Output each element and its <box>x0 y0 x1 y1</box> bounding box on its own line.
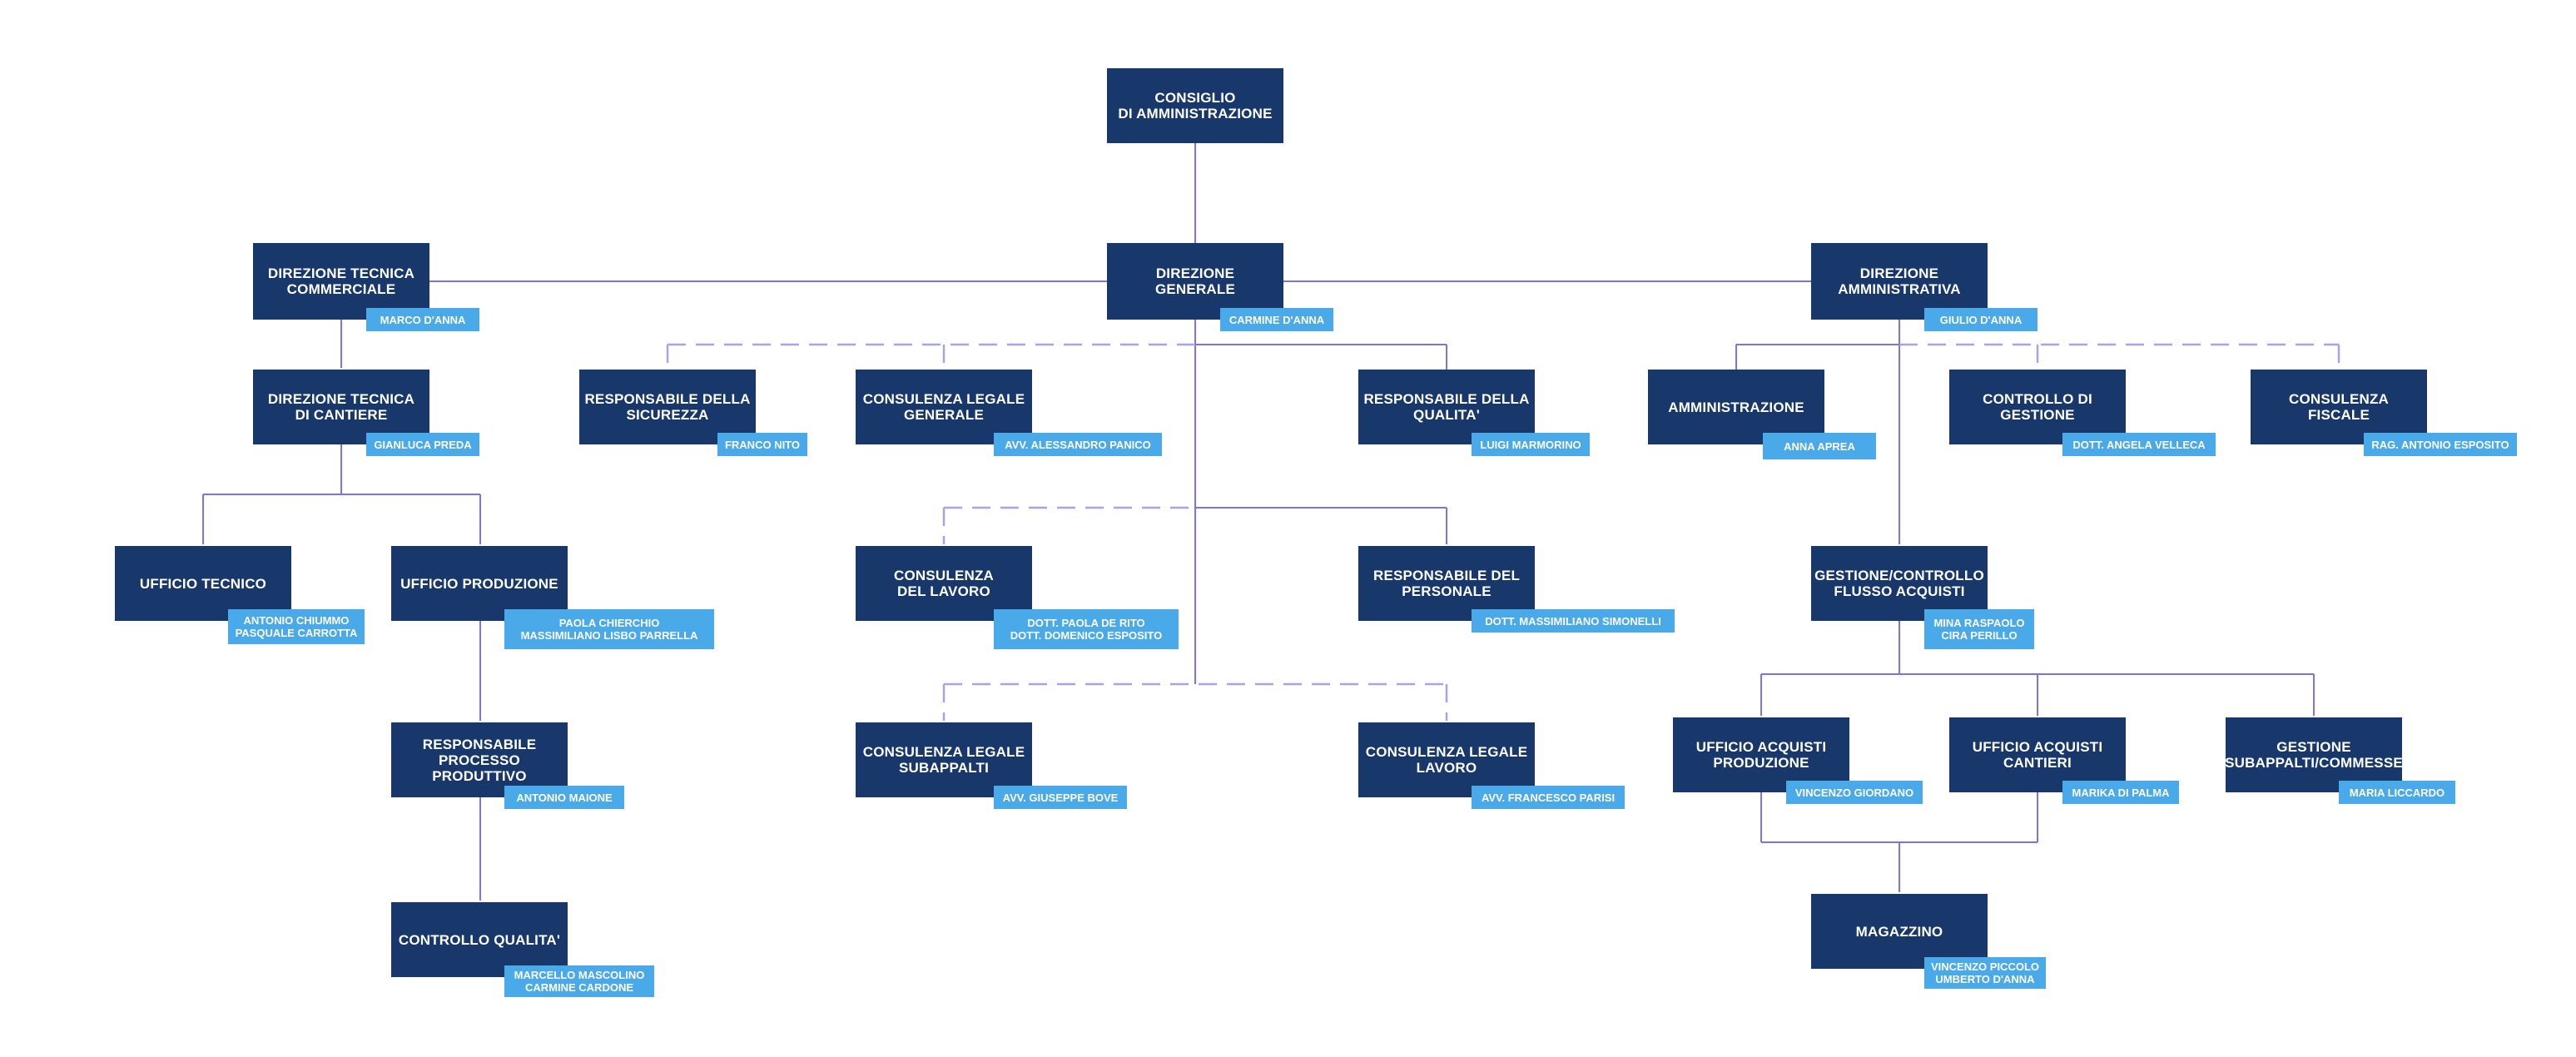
controllo-di-gestione-box: CONTROLLO DI GESTIONE <box>1949 370 2126 444</box>
amministrazione-box: AMMINISTRAZIONE <box>1648 370 1824 444</box>
controllo-di-gestione-person: DOTT. ANGELA VELLECA <box>2062 433 2216 456</box>
responsabile-processo-produttivo-box: RESPONSABILE PROCESSO PRODUTTIVO <box>391 722 568 797</box>
responsabile-del-personale-box: RESPONSABILE DEL PERSONALE <box>1358 546 1535 621</box>
direzione-generale-person: CARMINE D'ANNA <box>1220 308 1333 331</box>
ufficio-acquisti-cantieri-box: UFFICIO ACQUISTI CANTIERI <box>1949 717 2126 792</box>
controllo-qualita-box: CONTROLLO QUALITA' <box>391 902 568 977</box>
responsabile-qualita-person: LUIGI MARMORINO <box>1472 433 1590 456</box>
responsabile-sicurezza-box: RESPONSABILE DELLA SICUREZZA <box>579 370 756 444</box>
responsabile-sicurezza-person: FRANCO NITO <box>717 433 807 456</box>
direzione-tecnica-cantiere-box: DIREZIONE TECNICA DI CANTIERE <box>253 370 429 444</box>
magazzino-box: MAGAZZINO <box>1811 894 1988 969</box>
ufficio-acquisti-produzione-person: VINCENZO GIORDANO <box>1786 781 1923 804</box>
consulenza-legale-subappalti-box: CONSULENZA LEGALE SUBAPPALTI <box>856 722 1032 797</box>
ufficio-acquisti-produzione-box: UFFICIO ACQUISTI PRODUZIONE <box>1673 717 1849 792</box>
ufficio-tecnico-box: UFFICIO TECNICO <box>115 546 291 621</box>
responsabile-del-personale-person: DOTT. MASSIMILIANO SIMONELLI <box>1472 609 1675 633</box>
consulenza-del-lavoro-person: DOTT. PAOLA DE RITO DOTT. DOMENICO ESPOS… <box>994 609 1179 649</box>
direzione-amministrativa-box: DIREZIONE AMMINISTRATIVA <box>1811 243 1988 320</box>
gestione-subappalti-commesse-person: MARIA LICCARDO <box>2339 781 2455 804</box>
consulenza-del-lavoro-box: CONSULENZA DEL LAVORO <box>856 546 1032 621</box>
consulenza-legale-lavoro-box: CONSULENZA LEGALE LAVORO <box>1358 722 1535 797</box>
consulenza-fiscale-person: RAG. ANTONIO ESPOSITO <box>2364 433 2517 456</box>
consulenza-legale-generale-person: AVV. ALESSANDRO PANICO <box>994 433 1162 456</box>
ufficio-produzione-box: UFFICIO PRODUZIONE <box>391 546 568 621</box>
responsabile-processo-produttivo-person: ANTONIO MAIONE <box>504 786 624 809</box>
ufficio-acquisti-cantieri-person: MARIKA DI PALMA <box>2062 781 2179 804</box>
gestione-subappalti-commesse-box: GESTIONE SUBAPPALTI/COMMESSE <box>2225 717 2403 792</box>
controllo-qualita-person: MARCELLO MASCOLINO CARMINE CARDONE <box>504 965 654 997</box>
direzione-amministrativa-person: GIULIO D'ANNA <box>1924 308 2037 331</box>
direzione-tecnica-commerciale-person: MARCO D'ANNA <box>366 308 479 331</box>
ufficio-produzione-person: PAOLA CHIERCHIO MASSIMILIANO LISBO PARRE… <box>504 609 714 649</box>
magazzino-person: VINCENZO PICCOLO UMBERTO D'ANNA <box>1924 957 2046 989</box>
gestione-controllo-flusso-acquisti-person: MINA RASPAOLO CIRA PERILLO <box>1924 609 2034 649</box>
gestione-controllo-flusso-acquisti-box: GESTIONE/CONTROLLO FLUSSO ACQUISTI <box>1811 546 1988 621</box>
direzione-generale-box: DIREZIONE GENERALE <box>1107 243 1283 320</box>
direzione-tecnica-commerciale-box: DIREZIONE TECNICA COMMERCIALE <box>253 243 429 320</box>
consulenza-fiscale-box: CONSULENZA FISCALE <box>2251 370 2427 444</box>
responsabile-qualita-box: RESPONSABILE DELLA QUALITA' <box>1358 370 1535 444</box>
consulenza-legale-subappalti-person: AVV. GIUSEPPE BOVE <box>994 786 1127 809</box>
direzione-tecnica-cantiere-person: GIANLUCA PREDA <box>366 433 479 456</box>
consulenza-legale-lavoro-person: AVV. FRANCESCO PARISI <box>1472 786 1625 809</box>
amministrazione-person: ANNA APREA <box>1763 433 1876 459</box>
consulenza-legale-generale-box: CONSULENZA LEGALE GENERALE <box>856 370 1032 444</box>
ufficio-tecnico-person: ANTONIO CHIUMMO PASQUALE CARROTTA <box>228 609 365 644</box>
consiglio-di-amministrazione-box: CONSIGLIO DI AMMINISTRAZIONE <box>1107 68 1283 143</box>
